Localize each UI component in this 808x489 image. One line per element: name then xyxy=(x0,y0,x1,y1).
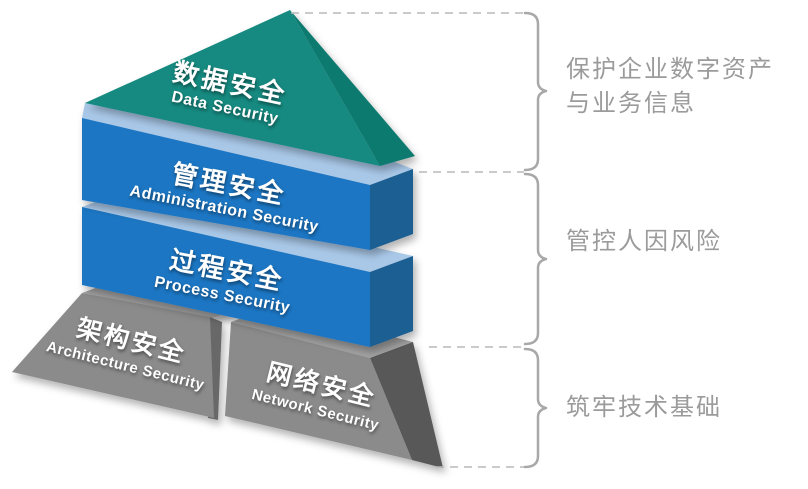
annotation-solid-technical-foundation: 筑牢技术基础 xyxy=(566,394,722,421)
administration-slab-front-face xyxy=(82,118,370,250)
brace-bottom xyxy=(523,347,548,469)
annotation-protect-digital-assets: 保护企业数字资产 与业务信息 xyxy=(566,56,774,117)
process-slab-front-face xyxy=(82,207,370,347)
network-block-bevel-face xyxy=(370,342,443,468)
annotation-control-human-risk: 管控人因风险 xyxy=(566,228,722,255)
roof xyxy=(85,10,415,166)
architecture-block-front-face xyxy=(12,293,214,418)
network-block-front-face xyxy=(225,322,412,460)
administration-slab-side-face xyxy=(370,169,413,250)
braces xyxy=(523,11,548,469)
dashed-connectors xyxy=(291,12,524,468)
brace-middle xyxy=(523,172,548,346)
administration-slab-top-face xyxy=(82,103,413,185)
roof-side-face xyxy=(290,10,415,166)
administration-slab xyxy=(82,103,413,250)
brace-top xyxy=(523,11,548,172)
roof-front-face xyxy=(85,10,380,166)
process-slab-side-face xyxy=(370,256,413,347)
